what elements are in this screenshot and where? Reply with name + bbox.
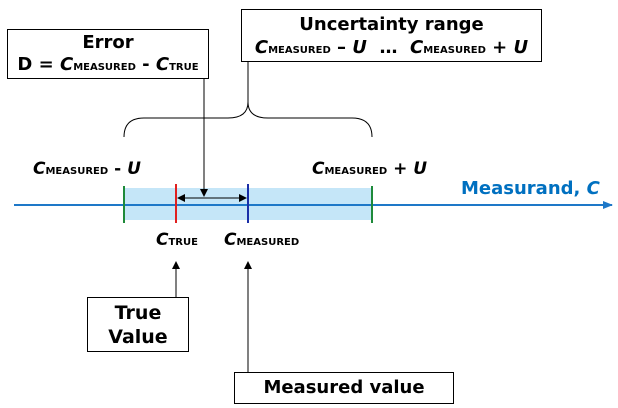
true-value-box: True Value (87, 297, 189, 352)
axis-label-var: C (586, 178, 600, 199)
lower-bound-sub: MEASURED (45, 166, 109, 177)
error-sub-true: TRUE (169, 62, 199, 73)
uncert-sub1: MEASURED (268, 45, 331, 56)
lower-bound-label: CMEASURED - U (33, 159, 141, 182)
upper-bound-c: C (312, 159, 325, 179)
true-value-line2: Value (108, 326, 168, 348)
measurand-axis-label: Measurand, C (461, 179, 600, 199)
upper-bound-label: CMEASURED + U (312, 159, 427, 182)
upper-bound-u: U (413, 159, 428, 179)
upper-bound-op: + (387, 159, 414, 179)
measured-label-c: C (224, 230, 237, 250)
true-value-label: CTRUE (156, 230, 198, 253)
upper-bound-sub: MEASURED (324, 166, 388, 177)
measured-value-text: Measured value (263, 377, 425, 398)
uncert-u1: U (352, 37, 367, 58)
true-label-sub: TRUE (168, 237, 198, 248)
error-title: Error (82, 32, 134, 53)
uncert-sub2: MEASURED (423, 45, 486, 56)
error-c-measured: C (59, 54, 74, 75)
error-formula: D = CMEASURED - CTRUE (8, 54, 208, 79)
uncert-dots: … (366, 37, 410, 58)
error-minus: - (135, 54, 156, 75)
uncert-c1: C (254, 37, 269, 58)
uncertainty-range-box: Uncertainty range CMEASURED – U … CMEASU… (241, 9, 542, 62)
uncertainty-formula: CMEASURED – U … CMEASURED + U (242, 36, 541, 62)
lower-bound-u: U (127, 159, 141, 179)
uncert-op2: + (485, 37, 514, 58)
uncert-u2: U (513, 37, 529, 58)
uncert-op1: – (330, 37, 353, 58)
lower-bound-op: - (108, 159, 128, 179)
measured-value-label: CMEASURED (224, 230, 299, 253)
uncertainty-brace (123, 101, 373, 138)
true-value-line1: True (114, 302, 162, 324)
error-c-true: C (155, 54, 170, 75)
measured-label-sub: MEASURED (236, 237, 300, 248)
error-box: Error D = CMEASURED - CTRUE (7, 29, 209, 79)
error-prefix: D = (17, 54, 60, 75)
lower-bound-c: C (33, 159, 46, 179)
error-sub-measured: MEASURED (73, 62, 136, 73)
axis-label-text: Measurand, (461, 178, 587, 199)
uncert-c2: C (410, 37, 424, 58)
true-label-c: C (156, 230, 169, 250)
measured-value-box: Measured value (234, 372, 454, 404)
uncertainty-title: Uncertainty range (299, 14, 484, 35)
